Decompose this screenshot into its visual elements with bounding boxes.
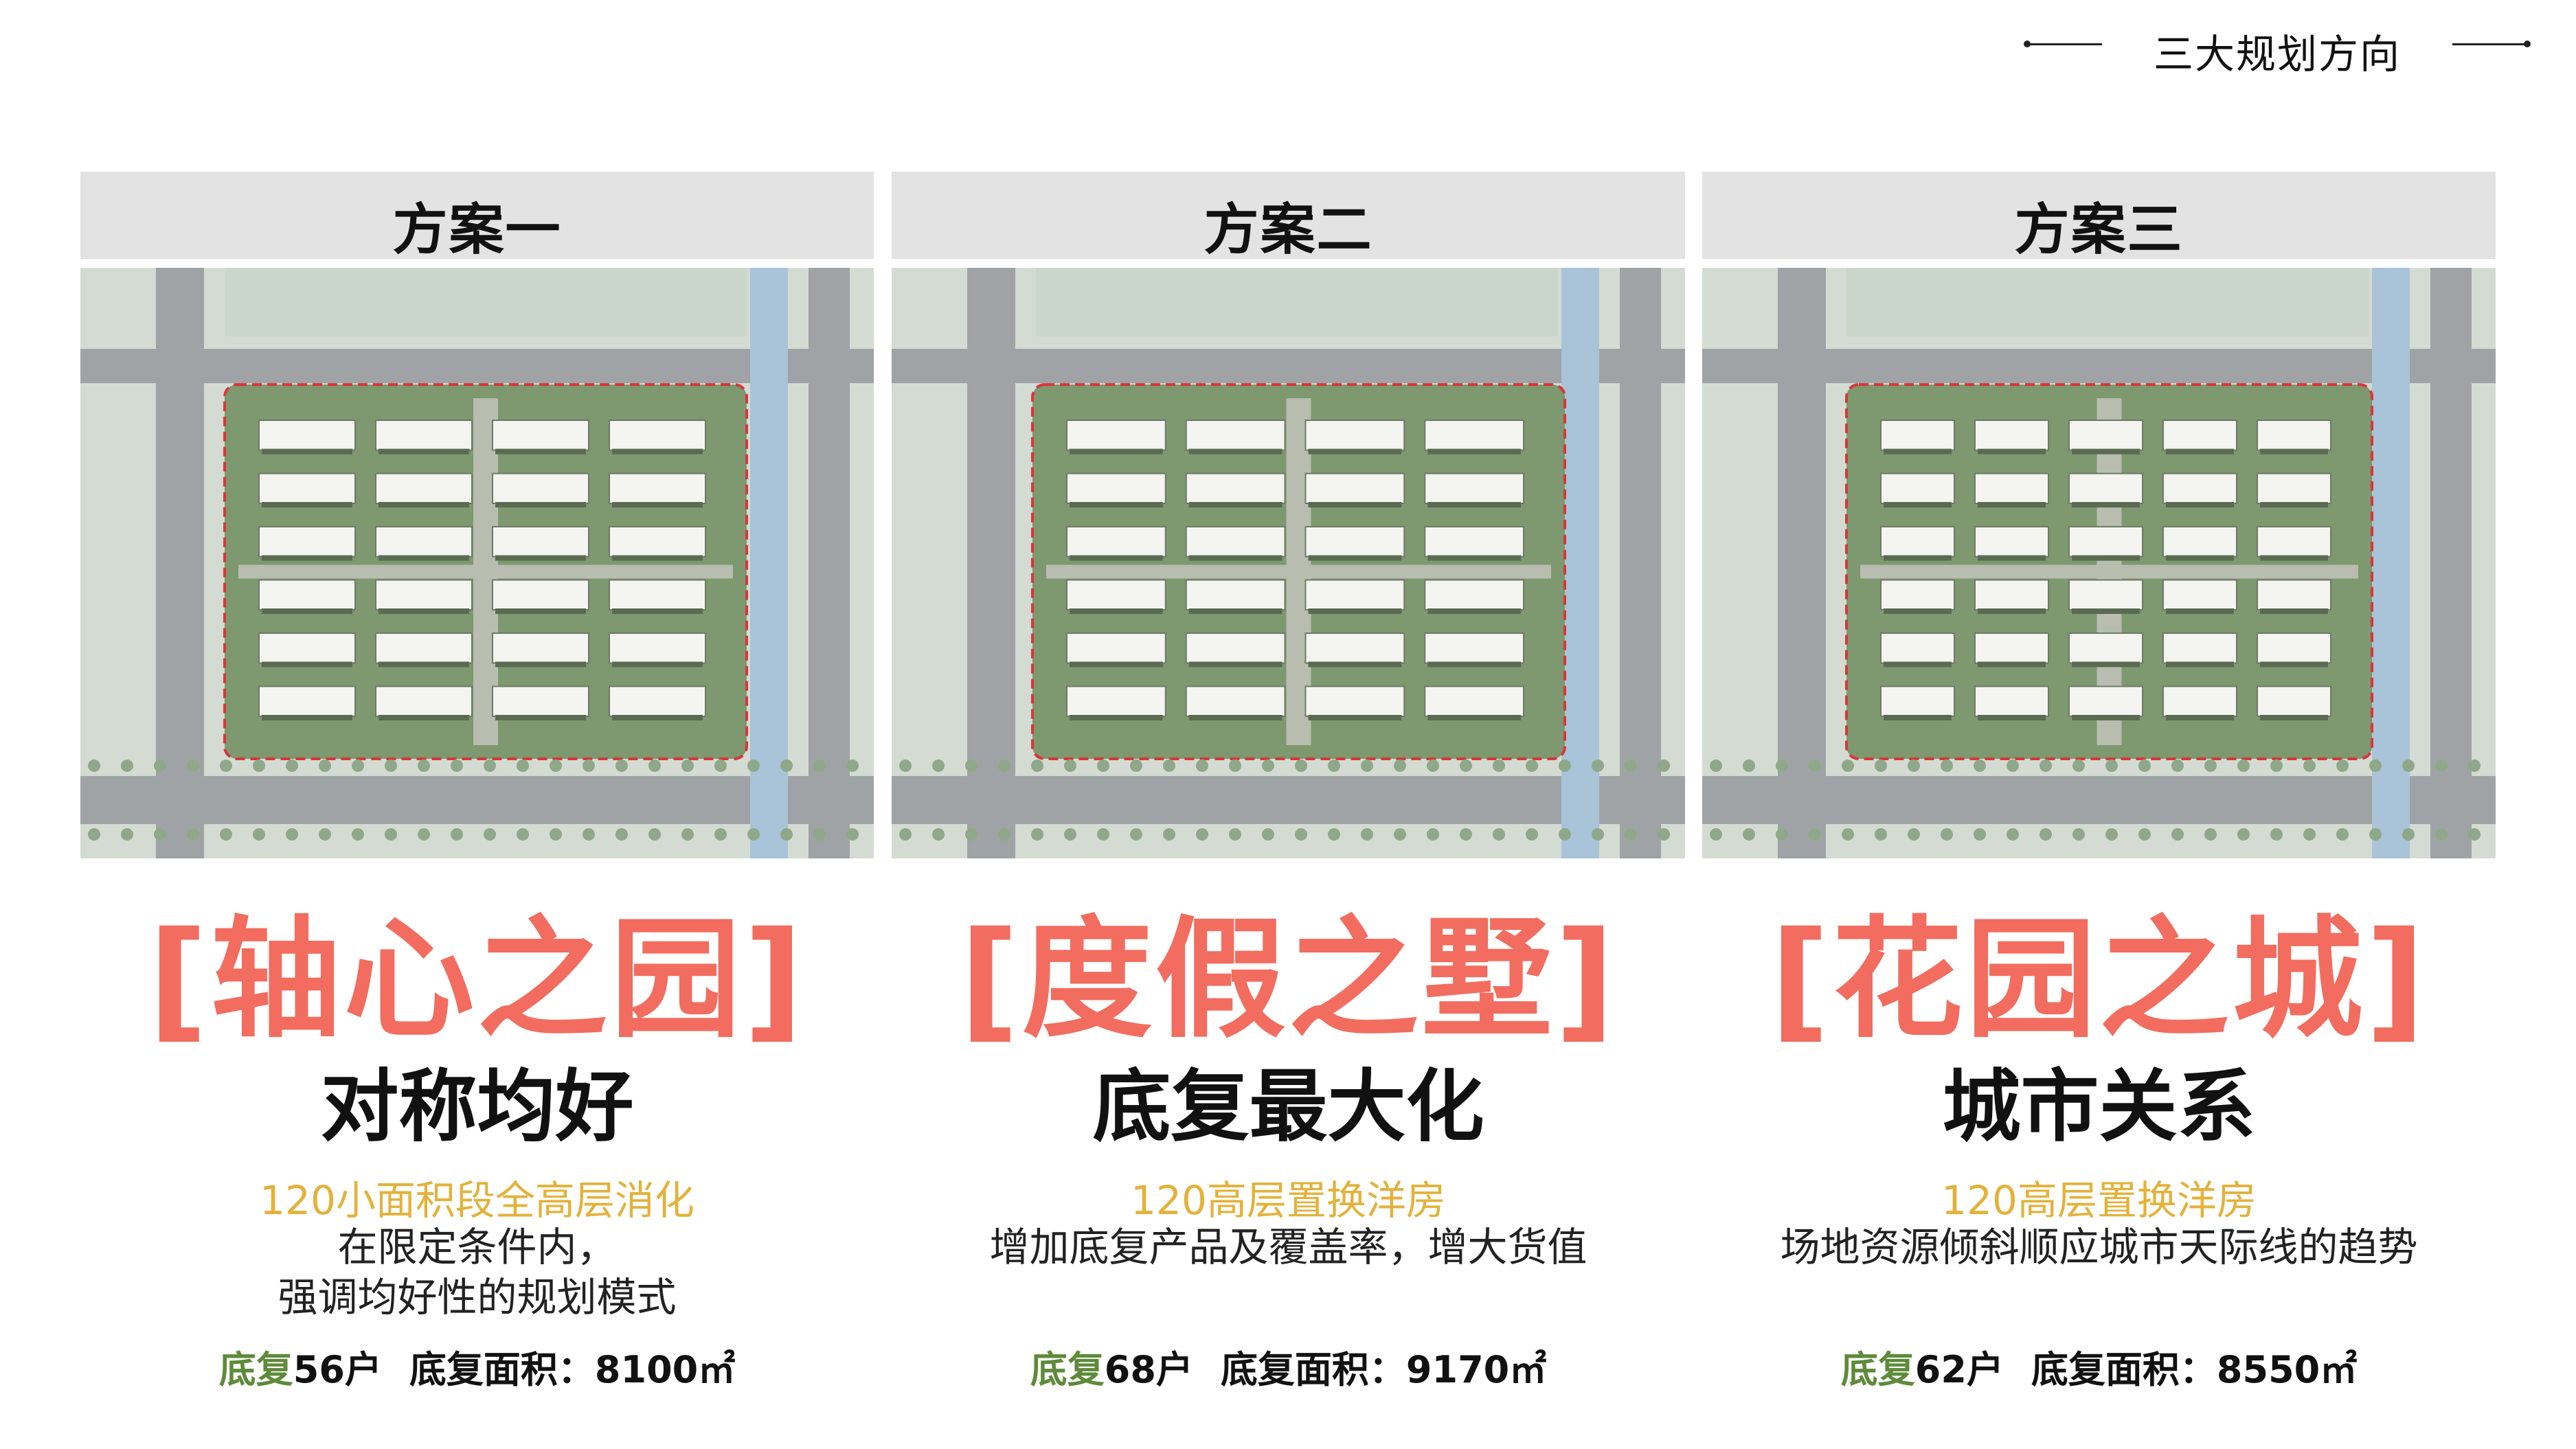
page-title: 三大规划方向 <box>2153 31 2401 78</box>
site-plan-image <box>1702 268 2496 858</box>
description-line: 增加底复产品及覆盖率，增大货值 <box>989 1224 1588 1270</box>
scheme-header: 方案二 <box>892 172 1685 262</box>
site-plan-image <box>892 268 1685 858</box>
description-line: 在限定条件内， <box>337 1224 617 1270</box>
scheme-stats: 底复56户底复面积：8100㎡ <box>53 1339 901 1393</box>
scheme-note: 120高层置换洋房 <box>1941 1177 2257 1224</box>
scheme-subtitle: 底复最大化 <box>1092 1061 1484 1152</box>
scheme-title: [轴心之园] <box>148 904 806 1056</box>
scheme-header-label: 方案一 <box>392 198 562 262</box>
scheme-subtitle: 对称均好 <box>320 1061 634 1152</box>
scheme-stats: 底复68户底复面积：9170㎡ <box>864 1339 1713 1393</box>
villa-count: 56户 <box>293 1348 382 1391</box>
scheme-note: 120小面积段全高层消化 <box>260 1177 694 1224</box>
scheme-description: 在限定条件内， 强调均好性的规划模式 <box>12 1222 942 1322</box>
scheme-subtitle: 城市关系 <box>1942 1061 2256 1152</box>
scheme-header: 方案三 <box>1702 172 2496 262</box>
scheme-header-label: 方案三 <box>2014 198 2184 262</box>
site-plan-image <box>80 268 874 858</box>
scheme-card-1: 方案一 [轴心之园] 对称均好 120小面积段全高层消化 在限定条件内， 强调均… <box>80 172 874 1391</box>
section-title: 三大规划方向 <box>2024 19 2531 78</box>
title-decoration-left <box>2024 41 2102 47</box>
scheme-header-label: 方案二 <box>1204 198 1373 262</box>
scheme-header: 方案一 <box>80 172 874 262</box>
villa-label: 底复 <box>1840 1348 1915 1391</box>
scheme-card-2: 方案二 [度假之墅] 底复最大化 120高层置换洋房 增加底复产品及覆盖率，增大… <box>892 172 1685 1391</box>
scheme-card-3: 方案三 [花园之城] 城市关系 120高层置换洋房 场地资源倾斜顺应城市天际线的… <box>1702 172 2496 1391</box>
villa-label: 底复 <box>1030 1348 1105 1391</box>
description-line: 强调均好性的规划模式 <box>278 1273 677 1321</box>
villa-label: 底复 <box>218 1348 293 1391</box>
description-line: 场地资源倾斜顺应城市天际线的趋势 <box>1780 1224 2418 1270</box>
scheme-title: [花园之城] <box>1770 904 2428 1056</box>
villa-count: 62户 <box>1914 1348 2004 1391</box>
scheme-stats: 底复62户底复面积：8550㎡ <box>1675 1339 2523 1393</box>
villa-area: 底复面积：8100㎡ <box>409 1348 736 1391</box>
villa-count: 68户 <box>1104 1348 1193 1391</box>
villa-area: 底复面积：9170㎡ <box>1220 1348 1547 1391</box>
scheme-note: 120高层置换洋房 <box>1131 1177 1446 1224</box>
scheme-title: [度假之墅] <box>959 904 1618 1056</box>
villa-area: 底复面积：8550㎡ <box>2031 1348 2358 1391</box>
title-decoration-right <box>2452 41 2531 47</box>
scheme-description: 增加底复产品及覆盖率，增大货值 <box>823 1222 1754 1273</box>
scheme-description: 场地资源倾斜顺应城市天际线的趋势 <box>1634 1222 2564 1273</box>
